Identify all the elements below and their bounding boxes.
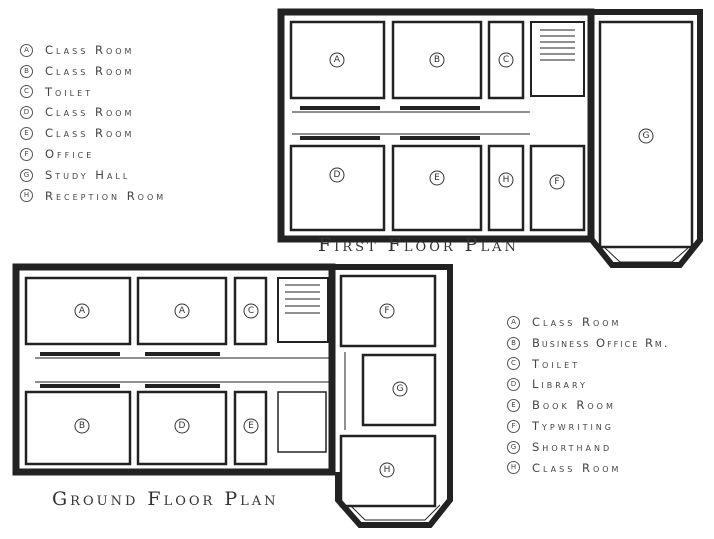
room-label-ground-e: E [248, 421, 254, 431]
room-label-first-d: D [334, 170, 341, 180]
legend-item: B Business Office Rm. [507, 333, 670, 354]
room-label-ground-c: C [248, 306, 254, 316]
legend-key: B [507, 336, 520, 350]
study-hall-wall [589, 9, 703, 268]
legend-label: Typwriting [532, 418, 614, 433]
legend-label: Study Hall [45, 167, 131, 182]
legend-label: Reception Room [45, 188, 167, 203]
ground-floor-legend: A Class Room B Business Office Rm. C Toilet… [507, 312, 670, 478]
first-floor-title: First Floor Plan [318, 234, 519, 256]
legend-item: G Shorthand [507, 437, 670, 458]
room-label-first-g: G [643, 131, 650, 141]
room-label-first-a: A [334, 55, 341, 65]
room-label-ground-a2: A [179, 306, 186, 316]
legend-item: D Library [507, 374, 670, 395]
legend-key: D [20, 106, 33, 120]
legend-item: H Class Room [507, 458, 670, 479]
legend-item: C Toilet [507, 354, 670, 375]
room-label-first-b: B [434, 55, 440, 65]
legend-item: E Book Room [507, 395, 670, 416]
room-label-ground-a1: A [79, 306, 86, 316]
legend-label: Class Room [532, 315, 622, 329]
legend-label: Toilet [45, 84, 94, 99]
legend-item: C Toilet [20, 82, 166, 103]
legend-label: Shorthand [532, 439, 613, 454]
legend-key: E [20, 127, 33, 141]
legend-label: Library [532, 377, 588, 392]
legend-key: G [507, 440, 520, 454]
legend-label: Class Room [45, 105, 135, 120]
room-label-ground-f: F [384, 306, 389, 316]
legend-label: Class Room [45, 63, 135, 78]
legend-key: C [507, 357, 520, 371]
room-label-ground-b: B [79, 421, 85, 431]
legend-item: E Class Room [20, 123, 166, 144]
legend-key: G [20, 168, 33, 182]
room-label-first-h: H [503, 175, 510, 185]
first-floor-plan [277, 8, 703, 268]
legend-item: A Class Room [507, 312, 670, 333]
room-label-first-c: C [503, 55, 509, 65]
first-floor-legend: A Class Room B Class Room C Toilet D Class R… [20, 40, 166, 206]
room-label-first-f: F [554, 177, 559, 187]
legend-item: D Class Room [20, 102, 166, 123]
legend-label: Office [45, 146, 95, 161]
legend-item: H Reception Room [20, 186, 166, 207]
legend-item: A Class Room [20, 40, 166, 61]
legend-label: Toilet [532, 356, 581, 371]
legend-item: F Office [20, 144, 166, 165]
legend-label: Class Room [45, 43, 135, 57]
legend-key: F [507, 419, 520, 433]
room-label-ground-h: H [384, 465, 391, 475]
legend-item: B Class Room [20, 61, 166, 82]
ground-floor-outer-wall [12, 263, 336, 476]
first-floor-outer-wall [277, 8, 595, 243]
ground-floor-plan [12, 263, 453, 528]
legend-key: D [507, 378, 520, 392]
legend-key: B [20, 64, 33, 78]
legend-key: E [507, 399, 520, 413]
legend-key: A [20, 43, 33, 57]
legend-label: Class Room [45, 126, 135, 141]
room-label-ground-d: D [179, 421, 186, 431]
legend-key: F [20, 147, 33, 161]
legend-label: Class Room [532, 460, 622, 475]
legend-label: Book Room [532, 398, 616, 413]
ground-floor-title: Ground Floor Plan [52, 488, 279, 510]
legend-key: H [507, 461, 520, 475]
legend-key: C [20, 85, 33, 99]
legend-item: G Study Hall [20, 165, 166, 186]
legend-label: Business Office Rm. [532, 335, 670, 350]
legend-key: A [507, 315, 520, 329]
room-label-ground-g: G [397, 384, 404, 394]
room-label-first-e: E [434, 173, 440, 183]
legend-key: H [20, 189, 33, 203]
legend-item: F Typwriting [507, 416, 670, 437]
